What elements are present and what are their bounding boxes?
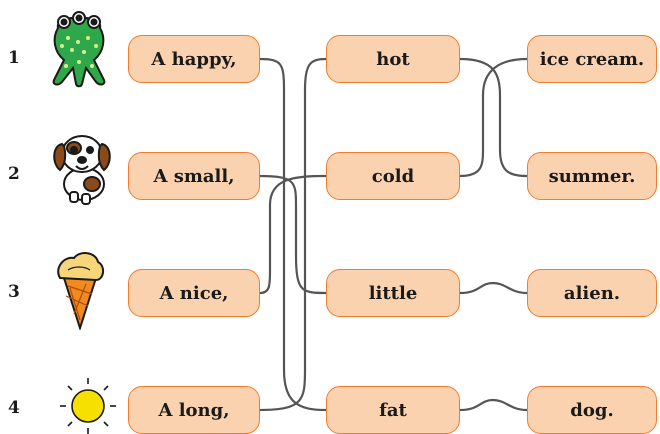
line-little-to-alien: [458, 281, 529, 295]
word-box-dog[interactable]: dog.: [527, 386, 657, 434]
word-box-ice-cream[interactable]: ice cream.: [527, 35, 657, 83]
sun-icon: [60, 378, 116, 434]
line-nice-to-cold: [258, 174, 328, 295]
row-number-1: 1: [8, 48, 20, 68]
dog-icon: [53, 135, 111, 205]
ice-cream-icon: [57, 252, 104, 330]
line-cold-to-icecream: [458, 57, 529, 178]
line-small-to-little: [258, 174, 328, 295]
phrase-box-a-long[interactable]: A long,: [128, 386, 260, 434]
word-box-cold[interactable]: cold: [326, 152, 460, 200]
row-number-4: 4: [8, 398, 20, 418]
phrase-box-a-small[interactable]: A small,: [128, 152, 260, 200]
line-fat-to-dog: [458, 398, 529, 412]
phrase-box-a-nice[interactable]: A nice,: [128, 269, 260, 317]
line-long-to-hot: [258, 57, 328, 412]
word-box-fat[interactable]: fat: [326, 386, 460, 434]
word-box-summer[interactable]: summer.: [527, 152, 657, 200]
line-hot-to-summer: [458, 57, 529, 178]
line-happy-to-fat: [258, 57, 328, 412]
phrase-box-a-happy[interactable]: A happy,: [128, 35, 260, 83]
word-box-hot[interactable]: hot: [326, 35, 460, 83]
row-number-2: 2: [8, 164, 20, 184]
word-box-little[interactable]: little: [326, 269, 460, 317]
row-number-3: 3: [8, 282, 20, 302]
alien-icon: [52, 11, 106, 88]
word-box-alien[interactable]: alien.: [527, 269, 657, 317]
